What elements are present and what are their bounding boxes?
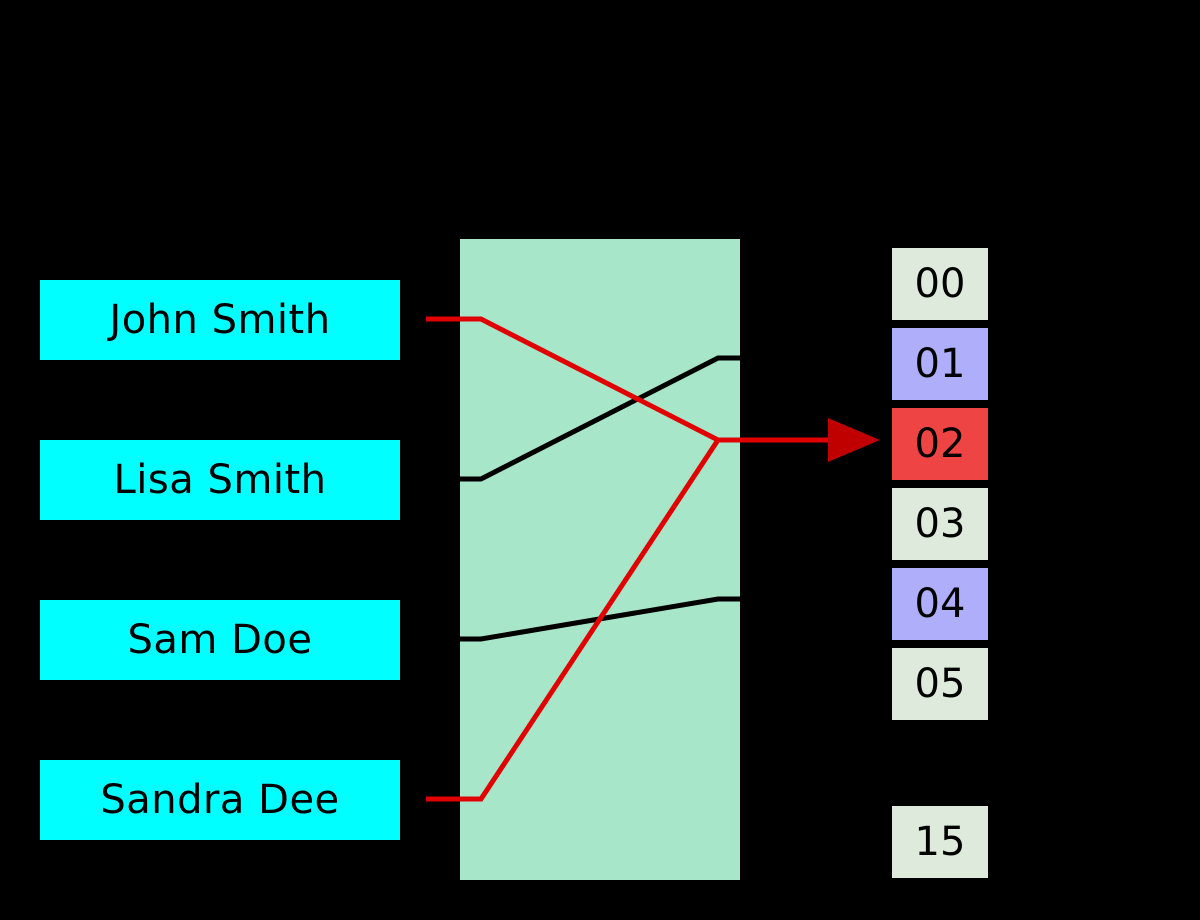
hash-slot-index: 00 (914, 261, 966, 307)
hash-slot-00[interactable]: 00 (892, 248, 988, 320)
key-box-sandra-dee[interactable]: Sandra Dee (40, 760, 400, 840)
hash-slot-index: 03 (914, 501, 966, 547)
hash-slot-15[interactable]: 15 (892, 806, 988, 878)
key-box-sam-doe[interactable]: Sam Doe (40, 600, 400, 680)
hash-slot-05[interactable]: 05 (892, 648, 988, 720)
key-label: Lisa Smith (113, 457, 327, 503)
key-box-john-smith[interactable]: John Smith (40, 280, 400, 360)
arrow-head-icon (828, 418, 880, 462)
key-box-lisa-smith[interactable]: Lisa Smith (40, 440, 400, 520)
hash-function-box (460, 239, 740, 880)
key-label: Sandra Dee (100, 777, 340, 823)
key-label: Sam Doe (127, 617, 313, 663)
hash-slot-index: 02 (914, 421, 966, 467)
key-label: John Smith (109, 297, 331, 343)
hash-slot-02[interactable]: 02 (892, 408, 988, 480)
hash-slot-03[interactable]: 03 (892, 488, 988, 560)
hash-slot-index: 05 (914, 661, 966, 707)
hash-slot-index: 04 (914, 581, 966, 627)
hash-slot-index: 01 (914, 341, 966, 387)
hash-slot-01[interactable]: 01 (892, 328, 988, 400)
hash-slot-04[interactable]: 04 (892, 568, 988, 640)
hash-slot-index: 15 (914, 819, 966, 865)
